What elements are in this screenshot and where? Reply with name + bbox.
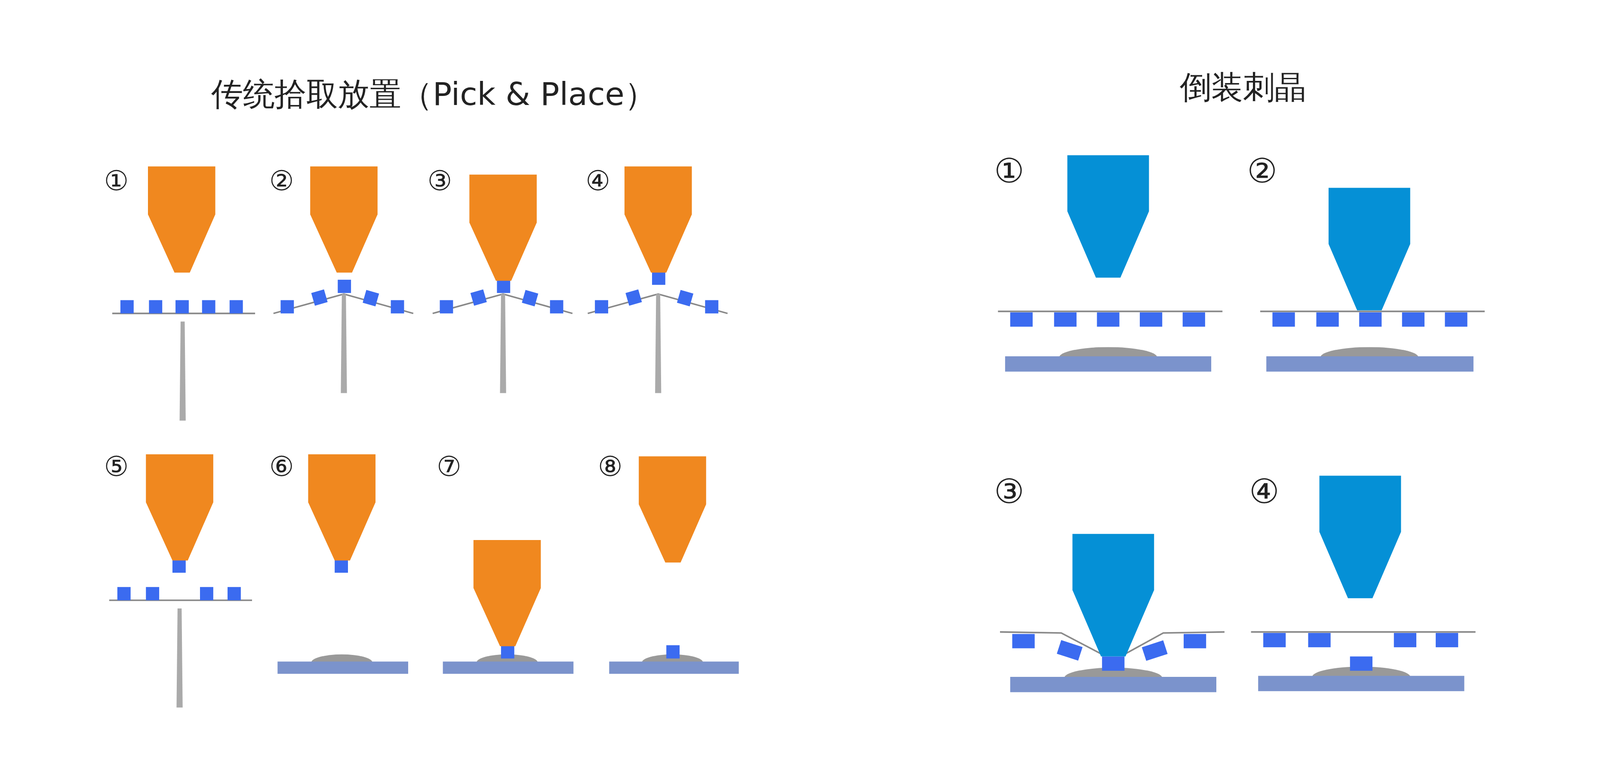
callout-number: ⑥ (269, 451, 294, 482)
pick-nozzle (145, 454, 214, 561)
chip (1141, 640, 1168, 661)
ejector-needle (340, 293, 347, 393)
callout-number: ④ (585, 165, 611, 196)
callout-number: ① (993, 153, 1025, 191)
callout-number: ⑦ (436, 451, 462, 482)
substrate (443, 661, 574, 674)
chip (200, 586, 214, 600)
substrate (609, 661, 739, 674)
chip (652, 271, 666, 285)
needle-head (1067, 155, 1150, 278)
chip (550, 300, 564, 314)
chip (390, 300, 405, 314)
chip (501, 644, 515, 659)
substrate (1258, 675, 1465, 692)
chip (117, 586, 131, 600)
callout-number: ⑧ (597, 451, 623, 482)
chip (1272, 312, 1295, 327)
chip (1263, 632, 1286, 647)
substrate (1010, 676, 1217, 693)
chip (676, 289, 694, 307)
pick-nozzle (624, 166, 693, 273)
chip (1101, 656, 1125, 671)
tape-lines (109, 293, 1485, 656)
chip (521, 289, 539, 307)
chip (120, 300, 134, 314)
tape (997, 310, 1223, 313)
nozzles (145, 155, 1410, 657)
callout-number: ② (269, 165, 294, 196)
pick-nozzle (473, 539, 542, 647)
ejector-needle (176, 608, 183, 708)
pick-nozzle (307, 454, 376, 561)
chip (1139, 312, 1163, 327)
section-title: 传统拾取放置（Pick & Place） (211, 76, 656, 112)
chip (1402, 312, 1425, 327)
chip (440, 300, 454, 314)
tape (1251, 630, 1476, 633)
chip (337, 279, 351, 293)
callout-number: ③ (993, 473, 1025, 511)
chip (625, 289, 642, 306)
tape (1122, 631, 1225, 656)
ejector-needle (500, 293, 507, 393)
chip (148, 300, 163, 314)
chip (1444, 312, 1468, 327)
needle-head (1319, 475, 1402, 599)
chip (1435, 632, 1459, 647)
chip (145, 586, 160, 600)
substrate (1005, 356, 1212, 372)
chip (1307, 632, 1331, 647)
chip (594, 300, 609, 314)
substrate (277, 661, 409, 674)
callout-number: ④ (1249, 473, 1280, 511)
section-title: 倒装刺晶 (1179, 69, 1307, 105)
tape (1000, 631, 1105, 656)
substrates (277, 347, 1474, 693)
chip (229, 300, 244, 314)
chip (470, 289, 487, 306)
chip (334, 559, 348, 573)
chip (362, 289, 379, 307)
chip (1359, 312, 1382, 327)
chip (227, 586, 241, 600)
chip (1183, 633, 1207, 648)
callout-number: ⑤ (104, 451, 129, 482)
chip (704, 300, 719, 314)
pick-nozzle (469, 174, 537, 281)
ejector-needle (179, 321, 186, 421)
needle-head (1072, 533, 1154, 657)
chip (1350, 656, 1373, 671)
chip (666, 644, 680, 659)
chip (1316, 312, 1339, 327)
chip (496, 279, 511, 293)
substrate (1266, 356, 1474, 372)
ejector-needle (655, 293, 662, 393)
chip (175, 300, 189, 314)
chip (1056, 640, 1083, 661)
chip (1054, 312, 1077, 327)
callout-number: ① (104, 165, 129, 196)
chip (1393, 632, 1417, 647)
pick-nozzle (310, 166, 378, 273)
needle-head (1328, 187, 1411, 311)
chip (280, 300, 294, 314)
chip (202, 300, 216, 314)
chip (172, 559, 186, 573)
chip (1010, 312, 1033, 327)
chip (1012, 633, 1035, 648)
pick-nozzle (147, 166, 216, 273)
chip (1096, 312, 1120, 327)
chip (1182, 312, 1206, 327)
callout-number: ② (1247, 153, 1278, 191)
chip (311, 289, 328, 306)
callout-number: ③ (427, 165, 453, 196)
chips (117, 271, 1468, 671)
needles (176, 293, 662, 708)
tape (1260, 310, 1485, 313)
pick-nozzle (638, 456, 707, 563)
